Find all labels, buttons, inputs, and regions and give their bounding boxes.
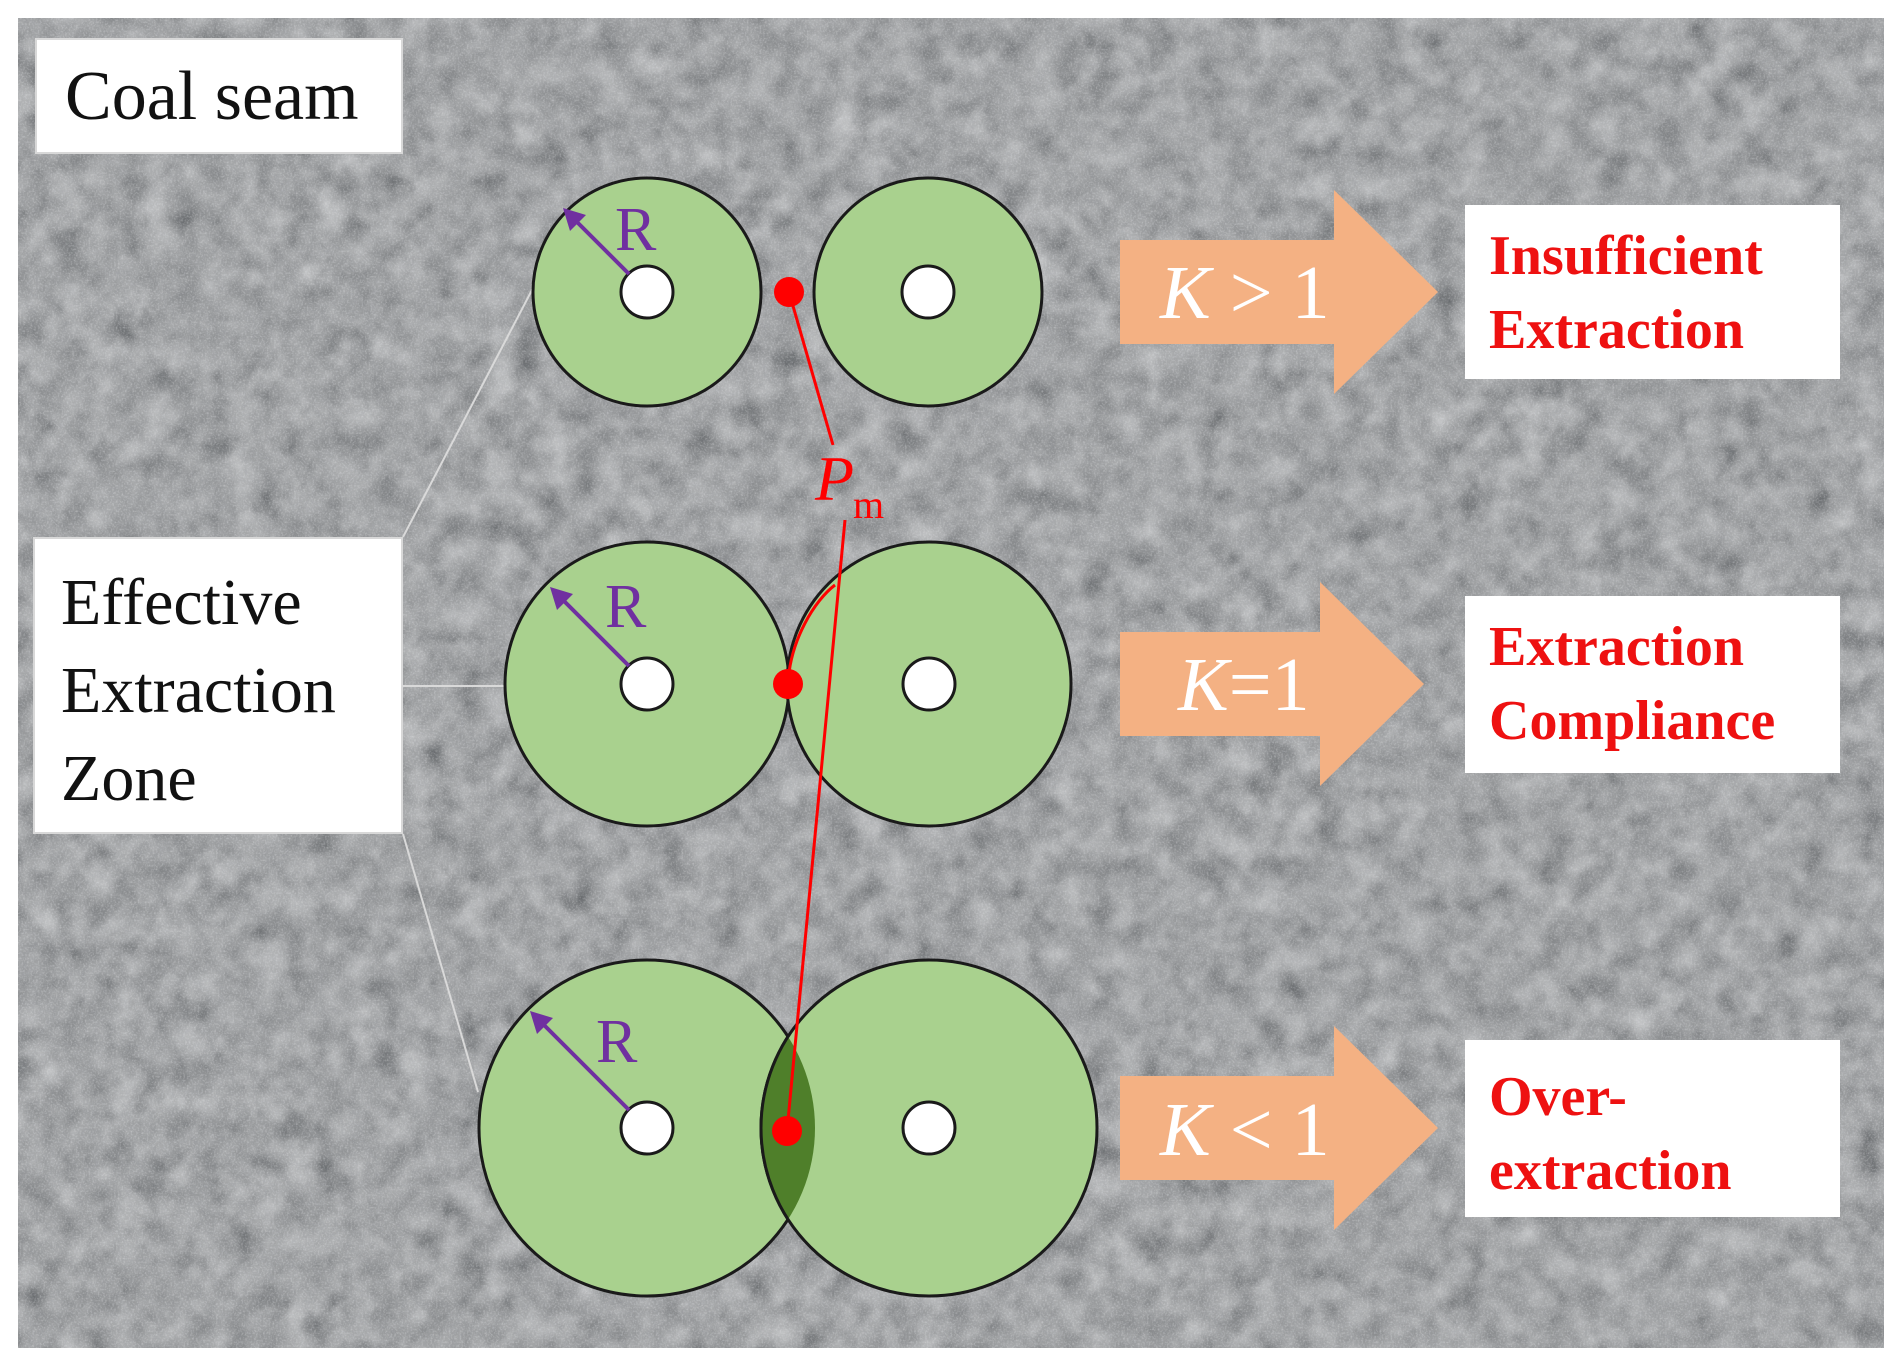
borehole-icon — [901, 656, 957, 712]
leader-lines — [402, 287, 534, 1093]
overlap-zone — [759, 960, 815, 1296]
result-line: Extraction — [1489, 299, 1745, 361]
zone-label-line: Zone — [61, 742, 197, 815]
borehole-icon — [619, 656, 675, 712]
radius-arrowhead — [563, 208, 586, 231]
borehole-icon — [619, 264, 675, 320]
result-over-extraction: Over- extraction — [1465, 1040, 1840, 1217]
borehole-icon — [901, 1100, 957, 1156]
radius-label: R — [615, 196, 657, 264]
pressure-subscript: m — [853, 482, 884, 527]
radius-label: R — [596, 1008, 638, 1076]
k-relation: =1 — [1229, 643, 1310, 727]
radius-arrow — [571, 216, 631, 276]
result-line: Insufficient — [1489, 225, 1763, 287]
k-arrow-2: K=1 — [1120, 582, 1424, 786]
row-1-zones: R — [531, 176, 1044, 408]
borehole-icon — [619, 1100, 675, 1156]
radius-arrowhead — [550, 587, 573, 610]
pressure-leader-lines — [785, 291, 847, 1132]
radius-arrowhead — [530, 1011, 553, 1034]
row-2-zones: R — [503, 540, 1073, 828]
result-line: Over- — [1489, 1066, 1627, 1128]
zone-label-line: Extraction — [61, 654, 336, 727]
svg-text:K > 1: K > 1 — [1159, 251, 1330, 335]
result-line: extraction — [1489, 1140, 1732, 1202]
result-line: Compliance — [1489, 690, 1776, 752]
effective-extraction-zone-label: Effective Extraction Zone — [33, 537, 403, 834]
k-arrow-3: K < 1 — [1120, 1026, 1438, 1230]
row-3-zones: R — [477, 958, 1099, 1298]
result-insufficient-extraction: Insufficient Extraction — [1465, 205, 1840, 379]
k-arrow-1: K > 1 — [1120, 190, 1438, 394]
result-extraction-compliance: Extraction Compliance — [1465, 596, 1840, 773]
right-arrow-icon — [1120, 190, 1438, 394]
k-relation: < 1 — [1211, 1088, 1330, 1172]
k-relation: > 1 — [1211, 251, 1330, 335]
radius-arrow — [558, 595, 631, 668]
radius-label: R — [605, 573, 647, 641]
right-arrow-icon — [1120, 582, 1424, 786]
coal-seam-label: Coal seam — [35, 38, 403, 154]
zone-label-line: Effective — [61, 566, 302, 639]
result-line: Extraction — [1489, 616, 1745, 678]
right-arrow-icon — [1120, 1026, 1438, 1230]
k-symbol: K — [1159, 251, 1214, 335]
borehole-icon — [900, 264, 956, 320]
radius-arrow — [538, 1019, 631, 1112]
k-symbol: K — [1177, 643, 1232, 727]
pressure-label: P — [814, 443, 854, 514]
svg-text:K < 1: K < 1 — [1159, 1088, 1330, 1172]
k-symbol: K — [1159, 1088, 1214, 1172]
svg-text:K=1: K=1 — [1177, 643, 1310, 727]
